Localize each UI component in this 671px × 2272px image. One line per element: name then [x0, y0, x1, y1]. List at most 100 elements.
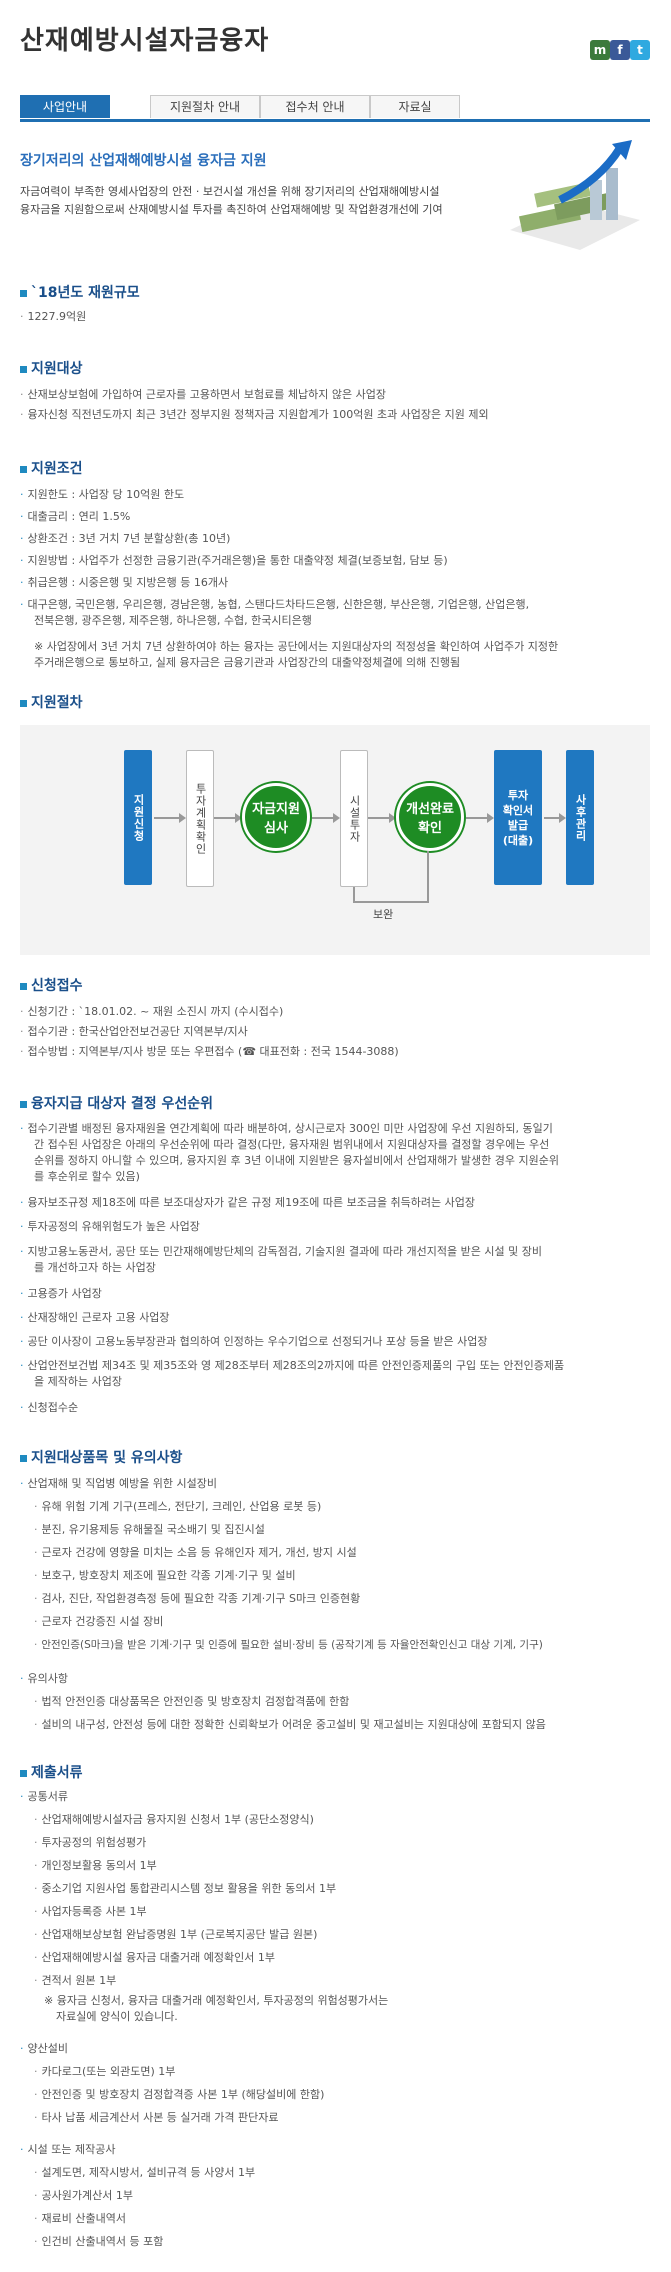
me2day-icon[interactable]: m	[590, 40, 610, 60]
section-conditions-title: 지원조건	[20, 458, 83, 478]
list-item: ·카다로그(또는 외관도면) 1부	[34, 2065, 176, 2078]
facebook-icon[interactable]: f	[610, 40, 630, 60]
list-item: ·지원방법 : 사업주가 선정한 금융기관(주거래은행)을 통한 대출약정 체결…	[20, 554, 448, 567]
section-procedure-title: 지원절차	[20, 692, 83, 712]
list-item: 전북은행, 광주은행, 제주은행, 하나은행, 수협, 한국시티은행	[34, 614, 312, 627]
list-item: ·시설 또는 제작공사	[20, 2143, 116, 2156]
tab-bar: 사업안내 지원절차 안내 접수처 안내 자료실	[20, 95, 650, 122]
list-item: ·안전인증(S마크)을 받은 기계·기구 및 인증에 필요한 설비·장비 등 (…	[34, 1639, 543, 1651]
note-text: 주거래은행으로 통보하고, 실제 융자금은 금융기관과 사업장간의 대출약정체결…	[34, 656, 461, 669]
tab-procedure[interactable]: 지원절차 안내	[150, 95, 260, 118]
list-item: ·공단 이사장이 고용노동부장관과 협의하여 인정하는 우수기업으로 선정되거나…	[20, 1335, 488, 1348]
section-budget-title: `18년도 재원규모	[20, 282, 140, 302]
list-item: ·개인정보활용 동의서 1부	[34, 1859, 157, 1872]
list-item: ·공통서류	[20, 1790, 68, 1803]
list-item: ·근로자 건강에 영향을 미치는 소음 등 유해인자 제거, 개선, 방지 시설	[34, 1546, 357, 1559]
list-item: ·투자공정의 위험성평가	[34, 1836, 147, 1849]
flow-arrow	[154, 813, 186, 823]
list-item-cont: 를 개선하고자 하는 사업장	[34, 1261, 156, 1274]
intro-title: 장기저리의 산업재해예방시설 융자금 지원	[20, 153, 267, 169]
list-item: ·보호구, 방호장치 제조에 필요한 각종 기계·기구 및 설비	[34, 1569, 296, 1582]
note-text: 자료실에 양식이 있습니다.	[56, 2010, 178, 2023]
list-item: ·투자공정의 유해위험도가 높은 사업장	[20, 1220, 200, 1233]
list-item: ·산재장해인 근로자 고용 사업장	[20, 1311, 170, 1324]
list-item: ·설계도면, 제작시방서, 설비규격 등 사양서 1부	[34, 2166, 256, 2179]
list-item: ·사업자등록증 사본 1부	[34, 1905, 147, 1918]
list-item: ·취급은행 : 시중은행 및 지방은행 등 16개사	[20, 576, 229, 589]
list-item: ·지원한도 : 사업장 당 10억원 한도	[20, 488, 185, 501]
loop-label: 보완	[373, 908, 394, 921]
tab-business-info[interactable]: 사업안내	[20, 95, 110, 118]
list-item: ·1227.9억원	[20, 310, 87, 323]
list-item: ·대구은행, 국민은행, 우리은행, 경남은행, 농협, 스탠다드차타드은행, …	[20, 598, 530, 611]
list-item: ·안전인증 및 방호장치 검정합격증 사본 1부 (해당설비에 한함)	[34, 2088, 325, 2101]
tab-archive[interactable]: 자료실	[370, 95, 460, 118]
list-item: ·양산설비	[20, 2042, 68, 2055]
list-item: ·산업재해예방시설자금 융자지원 신청서 1부 (공단소정양식)	[34, 1813, 314, 1826]
flow-arrow	[214, 813, 242, 823]
list-item: ·산업재해 및 직업병 예방을 위한 시설장비	[20, 1477, 218, 1490]
list-item: ·유의사항	[20, 1672, 68, 1685]
flow-arrow	[368, 813, 396, 823]
list-item: ·분진, 유기용제등 유해물질 국소배기 및 집진시설	[34, 1523, 265, 1536]
list-item: ·대출금리 : 연리 1.5%	[20, 510, 131, 523]
list-item: ·타사 납품 세금계산서 사본 등 실거래 가격 판단자료	[34, 2111, 279, 2124]
section-target-title: 지원대상	[20, 358, 83, 378]
loop-line	[353, 887, 355, 903]
section-docs-title: 제출서류	[20, 1762, 83, 1782]
flow-step-aftercare: 사후관리	[566, 750, 594, 885]
flow-arrow	[466, 813, 494, 823]
list-item: ·공사원가계산서 1부	[34, 2189, 133, 2202]
intro-text: 자금여력이 부족한 영세사업장의 안전 · 보건시설 개선을 위해 장기저리의 …	[20, 183, 490, 219]
note-text: ※ 사업장에서 3년 거치 7년 상환하여야 하는 융자는 공단에서는 지원대상…	[34, 640, 559, 653]
flow-arrow	[312, 813, 340, 823]
list-item: ·지방고용노동관서, 공단 또는 민간재해예방단체의 감독점검, 기술지원 결과…	[20, 1245, 542, 1258]
list-item: ·상환조건 : 3년 거치 7년 분할상환(총 10년)	[20, 532, 231, 545]
list-item: ·신청기간 : `18.01.02. ~ 재원 소진시 까지 (수시접수)	[20, 1005, 284, 1018]
list-item-cont: 를 후순위로 할수 있음)	[34, 1170, 140, 1183]
note-text: ※ 융자금 신청서, 융자금 대출거래 예정확인서, 투자공정의 위험성평가서는	[44, 1994, 389, 2007]
list-item: ·융자보조규정 제18조에 따른 보조대상자가 같은 규정 제19조에 따른 보…	[20, 1196, 476, 1209]
flow-arrow	[544, 813, 566, 823]
list-item: ·융자신청 직전년도까지 최근 3년간 정부지원 정책자금 지원합계가 100억…	[20, 408, 489, 421]
money-chart-illustration	[510, 140, 640, 250]
section-items-title: 지원대상품목 및 유의사항	[20, 1447, 182, 1467]
flow-step-investment: 시설투자	[340, 750, 368, 887]
list-item: ·신청접수순	[20, 1401, 79, 1414]
list-item: ·접수방법 : 지역본부/지사 방문 또는 우편접수 (☎ 대표전화 : 전국 …	[20, 1045, 399, 1058]
list-item: ·산업안전보건법 제34조 및 제35조와 영 제28조부터 제28조의2까지에…	[20, 1359, 565, 1372]
twitter-icon[interactable]: t	[630, 40, 650, 60]
list-item-cont: 순위를 정하지 아니할 수 있으며, 융자지원 후 3년 이내에 지원받은 융자…	[34, 1154, 559, 1167]
loop-line	[353, 901, 429, 903]
list-item: ·검사, 진단, 작업환경측정 등에 필요한 각종 기계·기구 S마크 인증현황	[34, 1592, 361, 1605]
list-item: ·중소기업 지원사업 통합관리시스템 정보 활용을 위한 동의서 1부	[34, 1882, 337, 1895]
intro-line: 자금여력이 부족한 영세사업장의 안전 · 보건시설 개선을 위해 장기저리의 …	[20, 185, 440, 198]
list-item-cont: 을 제작하는 사업장	[34, 1375, 122, 1388]
list-item: ·산업재해보상보험 완납증명원 1부 (근로복지공단 발급 원본)	[34, 1928, 318, 1941]
page-title: 산재예방시설자금융자	[20, 26, 270, 56]
list-item: ·설비의 내구성, 안전성 등에 대한 정확한 신뢰확보가 어려운 중고설비 및…	[34, 1718, 546, 1731]
section-apply-title: 신청접수	[20, 975, 83, 995]
list-item: ·접수기관별 배정된 융자재원을 연간계획에 따라 배분하여, 상시근로자 30…	[20, 1122, 553, 1135]
intro-line: 융자금을 지원함으로써 산재예방시설 투자를 촉진하여 산업재해예방 및 작업환…	[20, 203, 443, 216]
flow-step-apply: 지원신청	[124, 750, 152, 885]
list-item: ·견적서 원본 1부	[34, 1974, 117, 1987]
loop-line	[427, 851, 429, 903]
list-item: ·고용증가 사업장	[20, 1287, 102, 1300]
section-priority-title: 융자지급 대상자 결정 우선순위	[20, 1093, 213, 1113]
list-item: ·재료비 산출내역서	[34, 2212, 126, 2225]
list-item: ·인건비 산출내역서 등 포함	[34, 2235, 164, 2248]
list-item: ·접수기관 : 한국산업안전보건공단 지역본부/지사	[20, 1025, 248, 1038]
list-item: ·근로자 건강증진 시설 장비	[34, 1615, 164, 1628]
list-item-cont: 간 접수된 사업장은 아래의 우선순위에 따라 결정(다만, 융자재원 범위내에…	[34, 1138, 550, 1151]
list-item: ·유해 위험 기계 기구(프레스, 전단기, 크레인, 산업용 로봇 등)	[34, 1500, 322, 1513]
list-item: ·산업재해예방시설 융자금 대출거래 예정확인서 1부	[34, 1951, 276, 1964]
list-item: ·법적 안전인증 대상품목은 안전인증 및 방호장치 검정합격품에 한함	[34, 1695, 350, 1708]
list-item: ·산재보상보험에 가입하여 근로자를 고용하면서 보험료를 체납하지 않은 사업…	[20, 388, 386, 401]
tab-reception[interactable]: 접수처 안내	[260, 95, 370, 118]
flow-step-plan-check: 투자계획확인	[186, 750, 214, 887]
